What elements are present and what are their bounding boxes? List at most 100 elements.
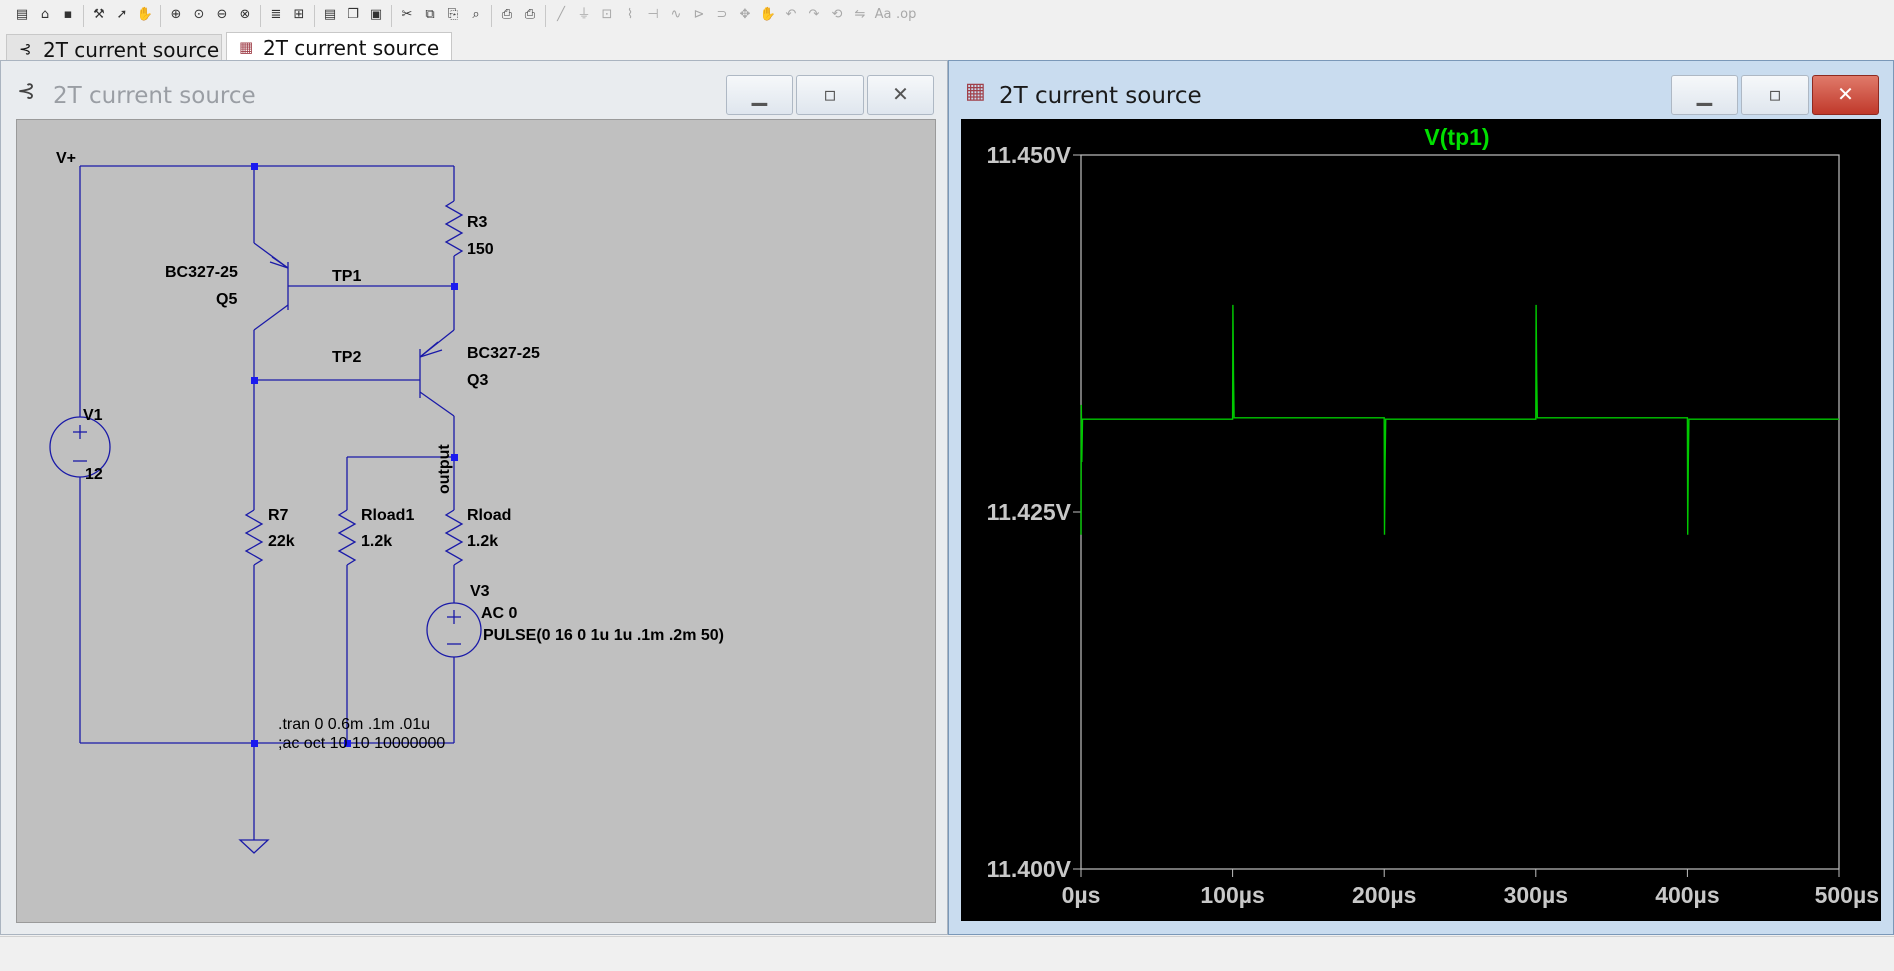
- v3-name: V3: [470, 583, 490, 600]
- new-schematic-icon[interactable]: ▤: [15, 7, 29, 22]
- y-tick-label: 11.425V: [987, 499, 1072, 525]
- minimize-button[interactable]: ▁: [1671, 75, 1738, 115]
- toolbar-separator: [314, 5, 315, 27]
- schematic-drawing[interactable]: V+ V1 12 R3 150 BC327-25 Q5 TP1 TP2 BC32…: [17, 120, 935, 922]
- run-icon[interactable]: ➚: [116, 7, 128, 22]
- cut-icon[interactable]: ✂: [401, 7, 413, 22]
- y-axis-ticks: 11.400V 11.425V 11.450V: [987, 142, 1081, 882]
- schematic-canvas[interactable]: V+ V1 12 R3 150 BC327-25 Q5 TP1 TP2 BC32…: [16, 119, 936, 923]
- spice-directive-ac[interactable]: ;ac oct 10 10 10000000: [278, 735, 445, 752]
- minimize-button[interactable]: ▁: [726, 75, 793, 115]
- toolbar-separator: [491, 5, 492, 27]
- waveform-icon: ▦: [239, 38, 254, 56]
- close-button[interactable]: ✕: [867, 75, 934, 115]
- drag-icon[interactable]: ✋: [759, 7, 777, 22]
- control-panel-icon[interactable]: ⚒: [93, 7, 105, 22]
- maximize-button[interactable]: ▫: [796, 75, 864, 115]
- schematic-window[interactable]: ⊰ 2T current source ▁ ▫ ✕: [0, 60, 948, 935]
- toolbar-separator: [391, 5, 392, 27]
- zoom-in-icon[interactable]: ⊕: [170, 7, 182, 22]
- v3-pulse: PULSE(0 16 0 1u 1u .1m .2m 50): [483, 627, 724, 644]
- y-tick-label: 11.450V: [987, 142, 1072, 168]
- maximize-button[interactable]: ▫: [1741, 75, 1809, 115]
- spice-directive-icon[interactable]: .op: [896, 7, 917, 22]
- y-tick-label: 11.400V: [987, 856, 1072, 882]
- minimize-icon: ▁: [1696, 82, 1713, 106]
- rload-value: 1.2k: [467, 533, 498, 550]
- save-icon[interactable]: ▪: [63, 7, 73, 22]
- open-icon[interactable]: ⌂: [40, 7, 50, 22]
- close-window-icon[interactable]: ▣: [369, 7, 383, 22]
- waveform-icon: ▦: [965, 79, 986, 104]
- output-label: output: [436, 444, 453, 494]
- waveform-window[interactable]: ▦ 2T current source ▁ ▫ ✕ V(tp1) 11.400V…: [948, 60, 1894, 935]
- transistor-icon: ⊰: [17, 79, 36, 104]
- q3-model: BC327-25: [467, 345, 540, 362]
- mirror-icon[interactable]: ⇋: [854, 7, 866, 22]
- v3-ac: AC 0: [481, 605, 518, 622]
- wire-icon[interactable]: ╱: [557, 7, 565, 22]
- schematic-window-title: 2T current source: [53, 83, 256, 109]
- find-icon[interactable]: ⌕: [472, 7, 480, 22]
- r3-value: 150: [467, 241, 494, 258]
- r7-name: R7: [268, 507, 289, 524]
- tp2-label: TP2: [332, 349, 361, 366]
- print-preview-icon[interactable]: ⎙: [501, 7, 513, 22]
- toolbar-separator: [160, 5, 161, 27]
- r3-name: R3: [467, 214, 488, 231]
- zoom-pan-icon[interactable]: ⊙: [193, 7, 205, 22]
- minimize-icon: ▁: [751, 82, 768, 106]
- waveform-window-title: 2T current source: [999, 83, 1202, 109]
- label-net-icon[interactable]: ⊡: [601, 7, 613, 22]
- copy-icon[interactable]: ⧉: [425, 7, 435, 22]
- capacitor-icon[interactable]: ⊣: [647, 7, 659, 22]
- inductor-icon[interactable]: ∿: [670, 7, 682, 22]
- plot-area-frame: [1080, 154, 1840, 870]
- wires: [79, 165, 464, 854]
- text-icon[interactable]: Aa: [874, 7, 892, 22]
- trace-title[interactable]: V(tp1): [1424, 124, 1489, 150]
- resistor-icon[interactable]: ⌇: [626, 7, 634, 22]
- document-tab-bar: ⊰ 2T current source ▦ 2T current source: [0, 32, 1894, 60]
- tab-schematic[interactable]: ⊰ 2T current source: [6, 34, 222, 60]
- x-tick-label: 300µs: [1504, 882, 1568, 908]
- trace-line[interactable]: [1080, 304, 1839, 535]
- zoom-fit-icon[interactable]: ⊗: [239, 7, 251, 22]
- draw-net-icon[interactable]: ⊞: [293, 7, 305, 22]
- tab-label: 2T current source: [263, 36, 440, 60]
- status-bar: [0, 936, 1894, 971]
- close-button[interactable]: ✕: [1812, 75, 1879, 115]
- ground-icon[interactable]: ⏚: [577, 7, 591, 22]
- q5-name: Q5: [216, 291, 237, 308]
- schematic-titlebar[interactable]: ⊰ 2T current source ▁ ▫ ✕: [1, 61, 947, 117]
- paste-icon[interactable]: ⎘: [447, 7, 459, 22]
- undo-icon[interactable]: ↶: [785, 7, 797, 22]
- toolbar-separator: [83, 5, 84, 27]
- tab-waveform[interactable]: ▦ 2T current source: [226, 32, 452, 60]
- print-icon[interactable]: ⎙: [524, 7, 536, 22]
- toolbar-separator: [545, 5, 546, 27]
- diode-icon[interactable]: ⊳: [693, 7, 705, 22]
- halt-icon[interactable]: ✋: [136, 7, 154, 22]
- cascade-icon[interactable]: ❐: [347, 7, 359, 22]
- x-tick-label: 500µs: [1815, 882, 1879, 908]
- waveform-titlebar[interactable]: ▦ 2T current source ▁ ▫ ✕: [949, 61, 1893, 117]
- redo-icon[interactable]: ↷: [808, 7, 820, 22]
- rload1-name: Rload1: [361, 507, 414, 524]
- zoom-out-icon[interactable]: ⊖: [216, 7, 228, 22]
- rload1-value: 1.2k: [361, 533, 392, 550]
- rotate-icon[interactable]: ⟲: [831, 7, 843, 22]
- component-icon[interactable]: ⊃: [716, 7, 728, 22]
- tile-horizontal-icon[interactable]: ▤: [323, 7, 337, 22]
- spice-directive-tran[interactable]: .tran 0 0.6m .1m .01u: [278, 716, 430, 733]
- tab-label: 2T current source: [43, 38, 220, 60]
- x-tick-label: 0µs: [1062, 882, 1101, 908]
- move-icon[interactable]: ✥: [739, 7, 751, 22]
- vplus-label: V+: [56, 150, 76, 167]
- autorange-icon[interactable]: ≣: [270, 7, 282, 22]
- tp1-label: TP1: [332, 268, 361, 285]
- main-toolbar: ▤ ⌂ ▪ ⚒ ➚ ✋ ⊕ ⊙ ⊖ ⊗ ≣ ⊞ ▤ ❐ ▣ ✂ ⧉ ⎘ ⌕ ⎙ ⎙ ╱ ⏚ ⊡ ⌇ ⊣ ∿ ⊳ ⊃ ✥ ✋ ↶ ↷ ⟲ ⇋ Aa .op: [0, 0, 1894, 33]
- traces: [1080, 304, 1839, 535]
